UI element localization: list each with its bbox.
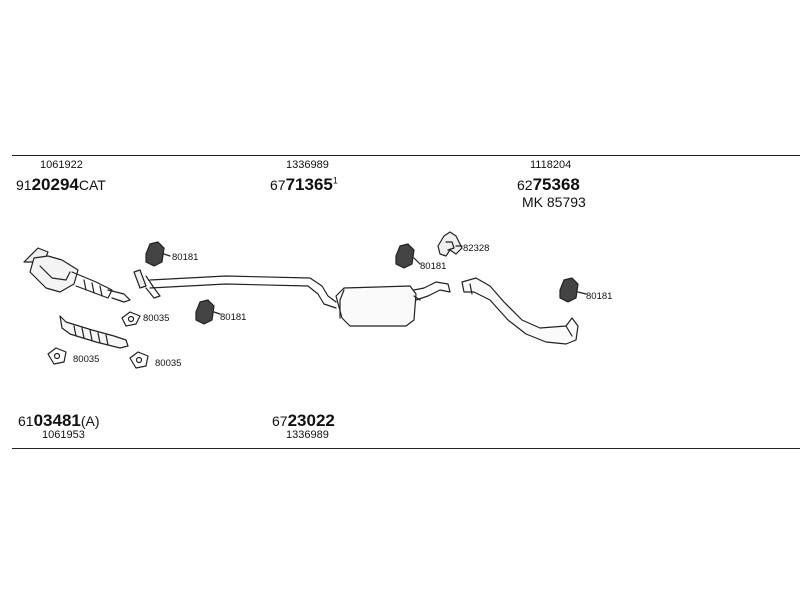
gasket-c: [129, 351, 149, 369]
rear-pipe: [461, 277, 579, 345]
part-ref-1061953: 1061953: [42, 429, 85, 441]
part-ref-1061922: 1061922: [40, 159, 83, 171]
hanger-d: [559, 277, 587, 303]
front-silencer: [335, 281, 451, 327]
part-suffix: (A): [80, 413, 100, 429]
gasket-a: [121, 311, 141, 327]
part-number-rear-silencer: 6275368: [517, 176, 580, 194]
part-superscript: 1: [332, 175, 338, 186]
callout-hanger-c: 80181: [420, 261, 447, 272]
clamp: [437, 231, 463, 257]
top-divider: [12, 155, 800, 156]
gasket-b: [47, 347, 67, 365]
part-main-number: 03481: [33, 411, 81, 430]
part-prefix: 61: [18, 413, 34, 429]
callout-hanger-d: 80181: [586, 291, 613, 302]
part-number-front-pipe: 6103481(A): [18, 412, 100, 430]
part-main-number: 20294: [31, 175, 79, 194]
part-ref-1118204: 1118204: [530, 159, 572, 171]
callout-hanger-a: 80181: [172, 252, 199, 263]
part-prefix: 91: [16, 177, 32, 193]
part-main-number: 71365: [285, 175, 333, 194]
hanger-b: [195, 299, 221, 325]
part-main-number: 75368: [532, 175, 580, 194]
part-main-number: 23022: [287, 411, 335, 430]
middle-pipe: [149, 275, 337, 309]
front-flex-pipe: [59, 315, 129, 349]
hanger-a: [145, 241, 171, 267]
connector-pipe: [133, 269, 161, 299]
part-number-middle-pipe: 67713651: [270, 176, 338, 194]
part-suffix: CAT: [78, 177, 106, 193]
bottom-divider: [12, 448, 800, 449]
callout-gasket-a: 80035: [143, 313, 170, 324]
part-prefix: 62: [517, 177, 533, 193]
callout-gasket-c: 80035: [155, 358, 182, 369]
part-ref-1336989-bottom: 1336989: [286, 429, 329, 441]
catalytic-converter: [23, 247, 131, 303]
part-kit-number: MK 85793: [522, 194, 586, 210]
part-ref-1336989-top: 1336989: [286, 159, 329, 171]
part-number-front-silencer: 6723022: [272, 412, 335, 430]
hanger-c: [395, 243, 421, 269]
callout-clamp: 82328: [463, 243, 490, 254]
part-prefix: 67: [272, 413, 288, 429]
callout-hanger-b: 80181: [220, 312, 247, 323]
callout-gasket-b: 80035: [73, 354, 100, 365]
part-prefix: 67: [270, 177, 286, 193]
part-number-catalyst: 9120294CAT: [16, 176, 106, 194]
